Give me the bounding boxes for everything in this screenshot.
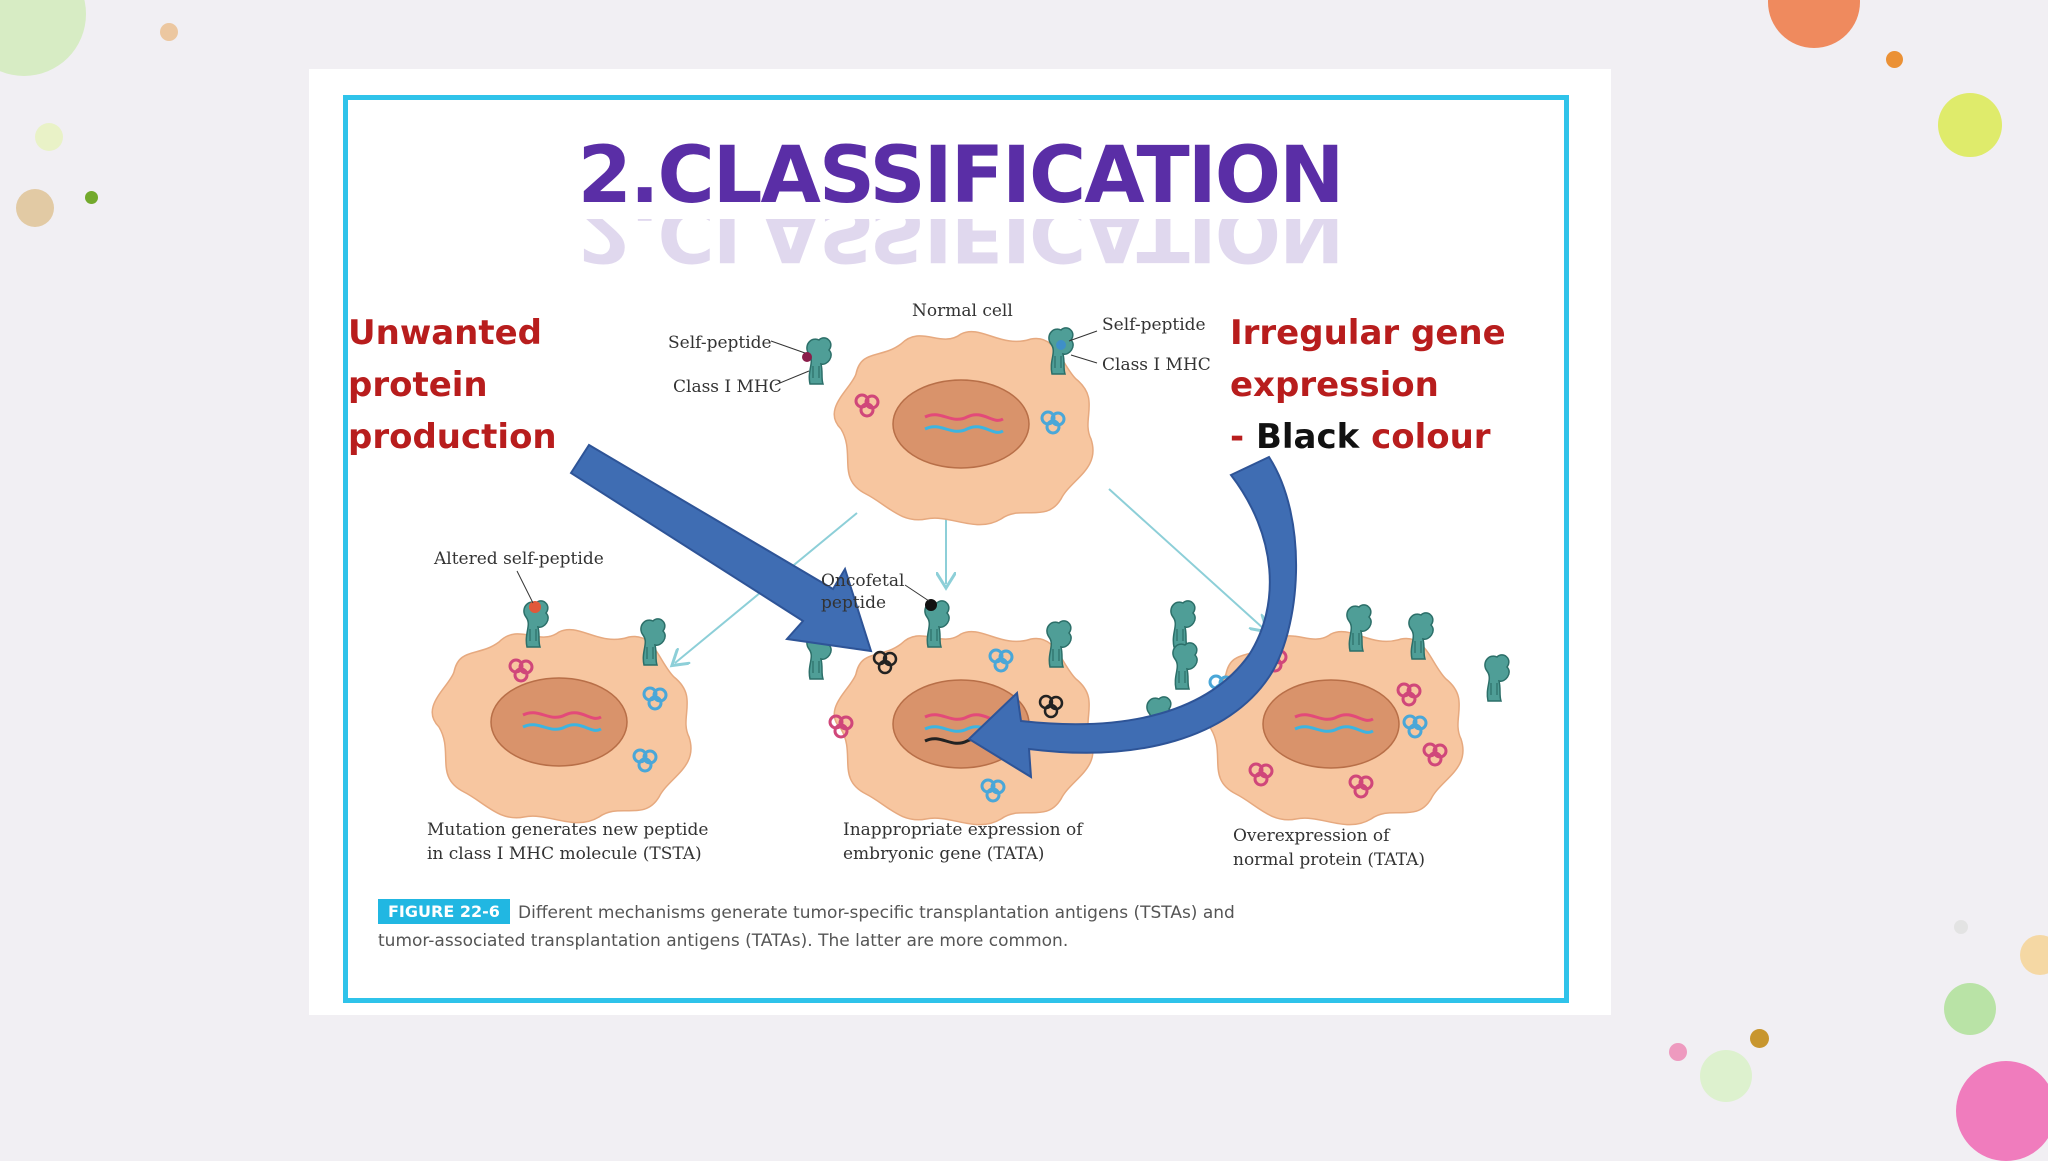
caption-line: normal protein (TATA): [1233, 850, 1426, 870]
decor-dot: [2020, 935, 2048, 975]
class1-mhc-right-label: Class I MHC: [1102, 355, 1211, 375]
oncofetal-label: Oncofetal: [821, 571, 905, 591]
slide-card: 2.CLASSIFICATION 2.CLASSIFICATION: [309, 69, 1611, 1015]
overexpression-cell: [1202, 630, 1465, 827]
decor-dot: [1768, 0, 1860, 48]
mhc-icon: [806, 337, 832, 385]
decor-dot: [1954, 920, 1968, 934]
decor-dot: [160, 23, 178, 41]
gene-expression-arrow: [967, 455, 1297, 779]
decor-dot: [0, 0, 86, 76]
decor-dot: [1956, 1061, 2048, 1161]
decor-dot: [1886, 51, 1903, 68]
left-callout: Unwanted protein production: [348, 307, 557, 463]
oncofetal-label-line2: peptide: [821, 593, 887, 613]
class1-mhc-left-label: Class I MHC: [673, 377, 782, 397]
decor-dot: [1750, 1029, 1769, 1048]
left-callout-line: Unwanted: [348, 313, 543, 353]
left-callout-line: production: [348, 417, 557, 457]
mhc-icon: [1170, 600, 1196, 648]
decor-dot: [1700, 1050, 1752, 1102]
black-colour-word: Black: [1255, 417, 1360, 457]
connector-arrow-right: [1108, 488, 1264, 629]
decor-dot: [35, 123, 63, 151]
figure-caption: Different mechanisms generate tumor-spec…: [378, 903, 1235, 951]
caption-embryonic: Inappropriate expression of embryonic ge…: [843, 818, 1083, 866]
diagram: [430, 327, 1510, 827]
caption-line: embryonic gene (TATA): [843, 844, 1045, 864]
right-callout-line: Irregular gene: [1230, 313, 1506, 353]
caption-line: Overexpression of: [1233, 826, 1390, 846]
caption-mutation: Mutation generates new peptide in class …: [427, 818, 708, 866]
decor-dot: [1938, 93, 2002, 157]
right-callout-line: expression: [1230, 365, 1439, 405]
caption-line: Mutation generates new peptide: [427, 820, 709, 840]
figure-badge: FIGURE 22-6: [378, 899, 510, 924]
caption-overexpression: Overexpression of normal protein (TATA): [1233, 824, 1425, 872]
decor-dot: [85, 191, 98, 204]
figure-frame: [343, 95, 1569, 1003]
left-callout-line: protein: [348, 365, 488, 405]
caption-line: in class I MHC molecule (TSTA): [427, 844, 702, 864]
decor-dot: [1669, 1043, 1687, 1061]
self-peptide-dot: [1056, 340, 1066, 350]
altered-self-peptide-label: Altered self-peptide: [434, 549, 604, 569]
normal-cell-label: Normal cell: [912, 301, 1013, 321]
right-callout-line: - Black colour: [1230, 411, 1506, 463]
oncofetal-peptide-dot: [925, 599, 937, 611]
slide-title: 2.CLASSIFICATION: [577, 131, 1345, 221]
mhc-icon: [1484, 654, 1510, 702]
mhc-icon: [1172, 642, 1198, 690]
right-callout: Irregular gene expression - Black colour: [1230, 307, 1506, 463]
decor-dot: [1944, 983, 1996, 1035]
self-peptide-dot: [802, 352, 812, 362]
caption-line: Inappropriate expression of: [843, 820, 1083, 840]
altered-peptide-dot: [529, 601, 541, 613]
decor-dot: [16, 189, 54, 227]
unwanted-protein-arrow: [569, 443, 873, 653]
self-peptide-right-label: Self-peptide: [1102, 315, 1206, 335]
colour-word: colour: [1359, 417, 1491, 457]
self-peptide-left-label: Self-peptide: [668, 333, 772, 353]
callout-dash: -: [1230, 417, 1256, 457]
mhc-icon: [1408, 612, 1434, 660]
